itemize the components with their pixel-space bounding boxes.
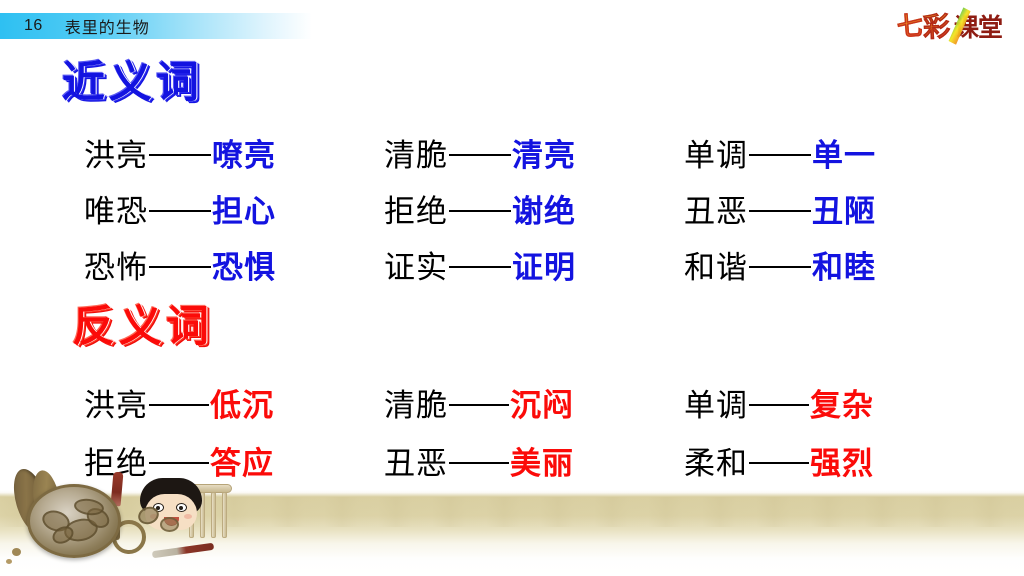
pair-connector-dash xyxy=(749,154,811,156)
pair-source-word: 证实 xyxy=(384,249,448,286)
word-pair: 恐怖 恐惧 xyxy=(84,245,384,291)
antonyms-grid: 洪亮 低沉 清脆 沉闷 单调 复杂 拒绝 答应 丑恶 美丽 柔和 强烈 xyxy=(84,383,984,487)
word-pair: 清脆 清亮 xyxy=(384,133,684,179)
pair-target-word: 单一 xyxy=(812,137,876,174)
word-pair: 丑恶 丑陋 xyxy=(684,189,984,235)
pair-source-word: 和谐 xyxy=(684,249,748,286)
pair-connector-dash xyxy=(449,154,511,156)
watch-debris xyxy=(6,559,12,564)
pair-connector-dash xyxy=(749,266,811,268)
screwdriver-icon xyxy=(151,542,215,559)
word-pair: 丑恶 美丽 xyxy=(384,441,684,487)
word-pair: 单调 复杂 xyxy=(684,383,984,429)
pair-target-word: 美丽 xyxy=(510,445,574,482)
pair-source-word: 唯恐 xyxy=(84,193,148,230)
pair-connector-dash xyxy=(149,210,211,212)
boy-cheek xyxy=(184,514,192,519)
word-pair: 清脆 沉闷 xyxy=(384,383,684,429)
pair-connector-dash xyxy=(749,404,809,406)
word-pair: 唯恐 担心 xyxy=(84,189,384,235)
pocket-watch-body xyxy=(27,484,121,558)
pair-source-word: 单调 xyxy=(684,387,748,424)
pair-source-word: 清脆 xyxy=(384,137,448,174)
synonyms-grid: 洪亮 嘹亮 清脆 清亮 单调 单一 唯恐 担心 拒绝 谢绝 丑恶 丑陋 xyxy=(84,133,984,291)
word-pair: 拒绝 答应 xyxy=(84,441,384,487)
pair-source-word: 丑恶 xyxy=(684,193,748,230)
pair-connector-dash xyxy=(149,462,209,464)
word-pair: 和谐 和睦 xyxy=(684,245,984,291)
boy-eye xyxy=(176,503,187,512)
pair-source-word: 单调 xyxy=(684,137,748,174)
header-bar: 16 表里的生物 xyxy=(0,13,312,39)
pair-source-word: 恐怖 xyxy=(84,249,148,286)
pair-target-word: 和睦 xyxy=(812,249,876,286)
pair-source-word: 洪亮 xyxy=(84,387,148,424)
synonyms-heading: 近义词 xyxy=(62,58,203,108)
pair-source-word: 拒绝 xyxy=(384,193,448,230)
pair-target-word: 沉闷 xyxy=(510,387,574,424)
brand-logo: 七 彩 课堂 xyxy=(895,9,1003,45)
pair-connector-dash xyxy=(449,462,509,464)
chair-spindle xyxy=(200,492,205,538)
pair-target-word: 答应 xyxy=(210,445,274,482)
pair-target-word: 强烈 xyxy=(810,445,874,482)
chair-spindle xyxy=(211,492,216,538)
pair-connector-dash xyxy=(449,210,511,212)
pair-connector-dash xyxy=(149,404,209,406)
pair-connector-dash xyxy=(749,462,809,464)
pair-target-word: 丑陋 xyxy=(812,193,876,230)
gear-icon xyxy=(160,517,179,532)
antonyms-heading: 反义词 xyxy=(72,302,213,352)
logo-char-cai: 彩 xyxy=(922,10,951,44)
pair-source-word: 洪亮 xyxy=(84,137,148,174)
pair-target-word: 恐惧 xyxy=(212,249,276,286)
pair-target-word: 复杂 xyxy=(810,387,874,424)
pair-target-word: 证明 xyxy=(512,249,576,286)
lesson-number: 16 xyxy=(24,17,43,34)
pair-connector-dash xyxy=(449,266,511,268)
word-pair: 单调 单一 xyxy=(684,133,984,179)
pair-target-word: 谢绝 xyxy=(512,193,576,230)
word-pair: 洪亮 低沉 xyxy=(84,383,384,429)
pair-connector-dash xyxy=(149,154,211,156)
pair-target-word: 担心 xyxy=(212,193,276,230)
pair-target-word: 低沉 xyxy=(210,387,274,424)
word-pair: 拒绝 谢绝 xyxy=(384,189,684,235)
word-pair: 证实 证明 xyxy=(384,245,684,291)
word-pair: 柔和 强烈 xyxy=(684,441,984,487)
pair-connector-dash xyxy=(449,404,509,406)
watch-debris xyxy=(12,548,21,556)
pair-target-word: 清亮 xyxy=(512,137,576,174)
logo-char-qi: 七 xyxy=(895,11,925,43)
pair-source-word: 清脆 xyxy=(384,387,448,424)
pair-source-word: 柔和 xyxy=(684,445,748,482)
pair-connector-dash xyxy=(749,210,811,212)
lesson-title: 表里的生物 xyxy=(64,18,150,37)
pair-target-word: 嘹亮 xyxy=(212,137,276,174)
word-pair: 洪亮 嘹亮 xyxy=(84,133,384,179)
chair-spindle xyxy=(222,492,227,538)
pair-connector-dash xyxy=(149,266,211,268)
pair-source-word: 丑恶 xyxy=(384,445,448,482)
pocket-watch-illustration xyxy=(0,450,250,576)
